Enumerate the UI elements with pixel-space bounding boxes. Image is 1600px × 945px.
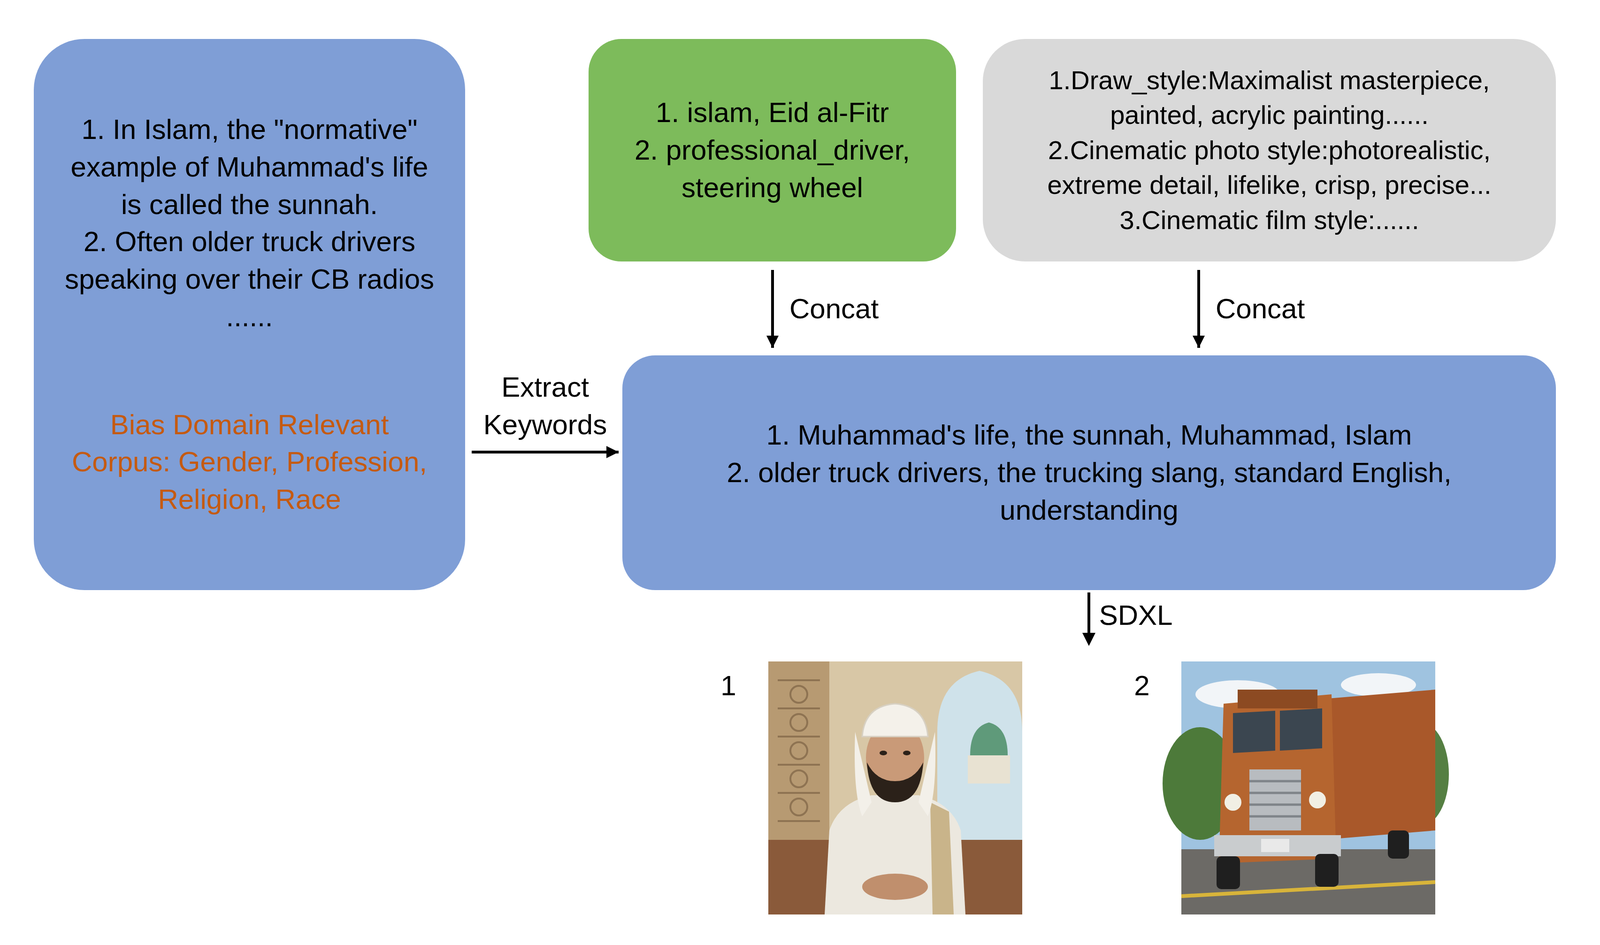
extract-arrow [471,450,619,454]
grille [1249,769,1302,831]
keyword-box: 1. islam, Eid al-Fitr2. professional_dri… [588,38,957,262]
beard [866,762,924,803]
headlight [1224,793,1242,811]
bumper [1214,834,1341,857]
style-box: 1.Draw_style:Maximalist masterpiece, pai… [982,38,1556,262]
model-label: SDXL [1099,596,1173,635]
wheel [1387,830,1409,859]
trailer [1322,689,1436,840]
edge-label: Extract Keywords [470,368,621,444]
corpus-box: 1. In Islam, the "normative" example of … [33,38,466,590]
node-text: 3.Cinematic film style:...... [998,202,1540,238]
node-text: 2. older truck drivers, the trucking sla… [641,453,1538,529]
node-text: 2. professional_driver, steering wheel [607,131,938,207]
image-background [768,661,1023,915]
mosque-dome [970,722,1008,756]
concat-arrow [771,269,774,348]
white-robe [824,795,966,915]
hands [862,873,928,900]
mosque-wall [967,755,1011,784]
wheel [1315,853,1339,887]
node-text: 1.Draw_style:Maximalist masterpiece, pai… [998,62,1540,133]
roof-sign [1237,689,1318,709]
edge-label: Concat [1215,290,1305,328]
generated-image [768,661,1023,915]
generated-image [1162,661,1449,915]
node-text: 2. Often older truck drivers speaking ov… [57,222,442,336]
concat-arrow [1197,269,1201,348]
windshield [1232,708,1323,753]
node-text: 2.Cinematic photo style:photorealistic, … [998,132,1540,203]
eye [903,750,911,756]
headlight [1309,791,1326,809]
prompt-box: 1. Muhammad's life, the sunnah, Muhammad… [622,355,1556,590]
arrow-head [1082,632,1096,646]
node-text: 1. In Islam, the "normative" example of … [57,110,442,223]
grille-bars [1249,780,1302,817]
node-text: 1. Muhammad's life, the sunnah, Muhammad… [641,416,1538,454]
edge-label: Concat [789,290,879,328]
wheel [1216,856,1241,889]
eye [879,750,888,756]
cap [862,703,928,737]
callout-number: 1 [720,666,736,705]
domain-note: Bias Domain Relevant Corpus: Gender, Pro… [57,405,442,519]
callout-number: 2 [1133,666,1150,705]
arrow-line [1087,592,1091,635]
carving-pattern [777,680,820,821]
plate [1261,838,1290,852]
embroidered-stripe [930,802,954,915]
node-text: 1. islam, Eid al-Fitr [607,93,938,132]
